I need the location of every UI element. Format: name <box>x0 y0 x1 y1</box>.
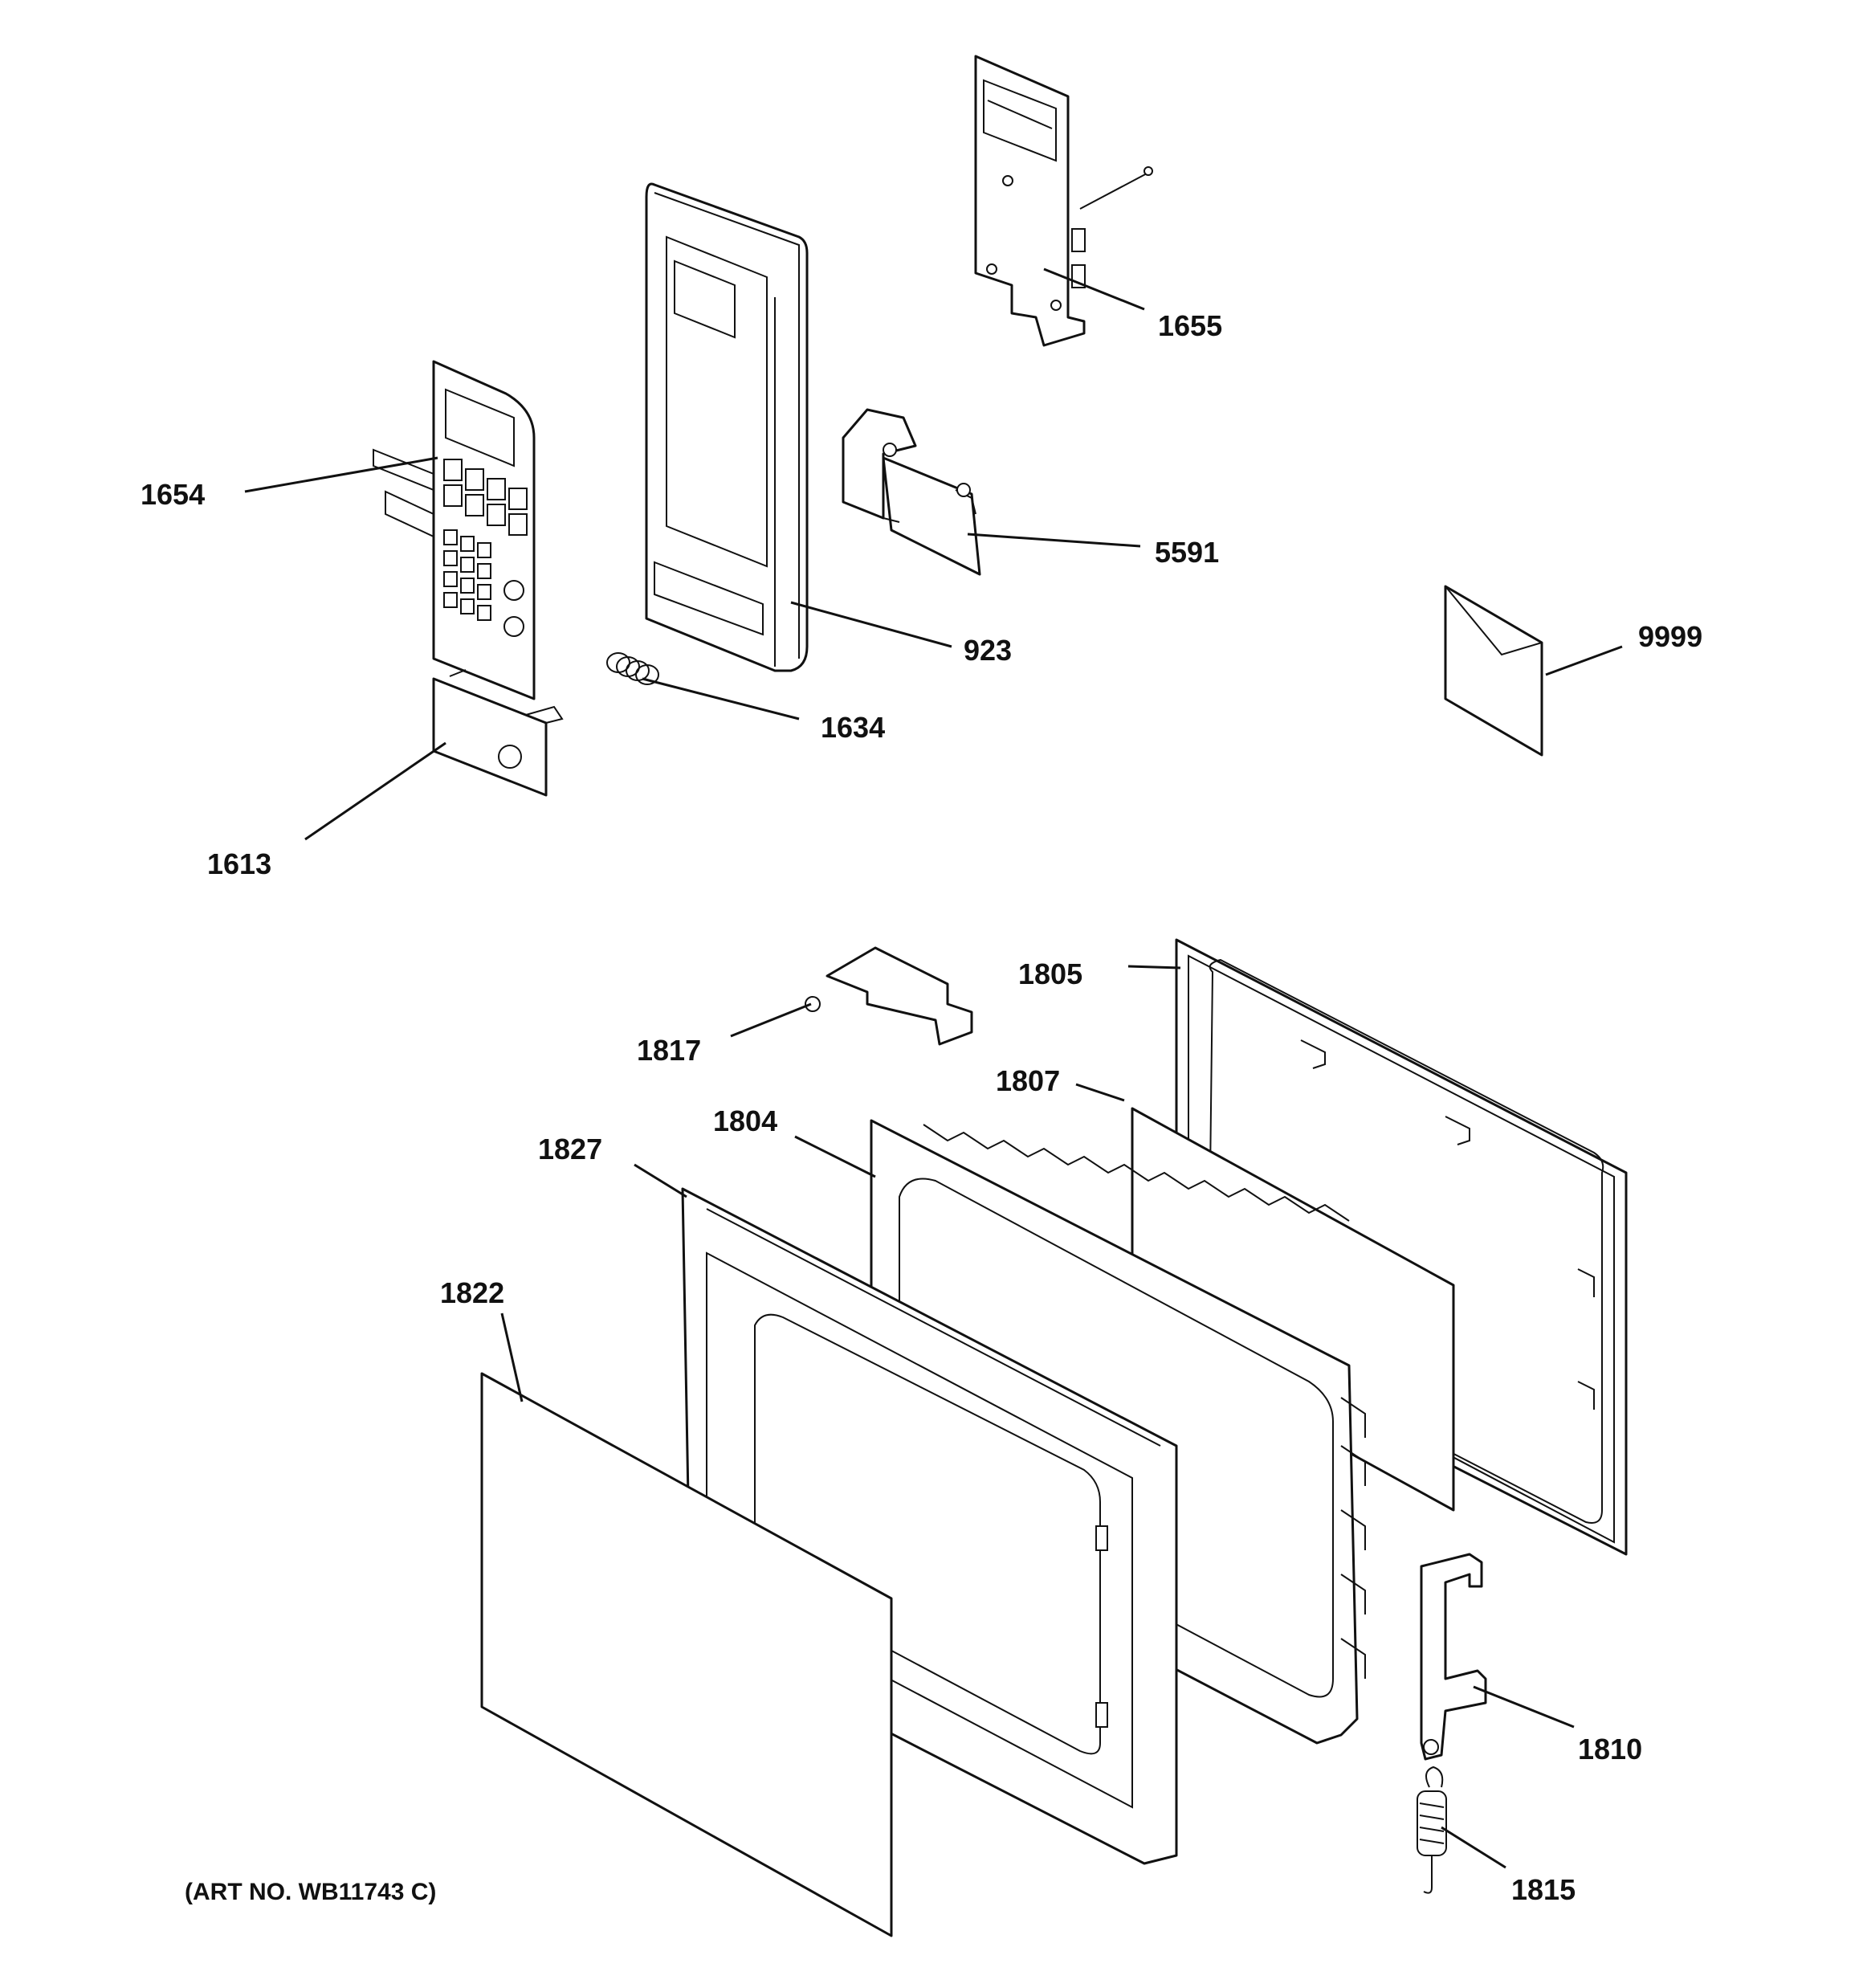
callout-1613: 1613 <box>207 847 271 880</box>
part-1810-latch <box>1420 1553 1487 1761</box>
part-1817-hinge <box>805 946 973 1046</box>
callout-1805: 1805 <box>1018 957 1082 990</box>
art-number: (ART NO. WB11743 C) <box>185 1879 436 1905</box>
part-9999-envelope <box>1444 585 1543 757</box>
callout-1804: 1804 <box>713 1104 777 1137</box>
callout-1827: 1827 <box>538 1133 602 1165</box>
part-1654-control-panel <box>373 360 536 700</box>
callout-1822: 1822 <box>440 1276 504 1309</box>
part-1822-panel <box>480 1372 893 1937</box>
leader-lines <box>244 267 1623 1869</box>
part-923-housing <box>645 182 809 672</box>
callout-labels: 1654 923 1655 5591 9999 1634 1613 1805 1… <box>141 309 1702 1906</box>
callout-1817: 1817 <box>637 1034 701 1067</box>
part-1634-spring <box>606 652 659 685</box>
callout-1810: 1810 <box>1578 1733 1642 1766</box>
callout-1654: 1654 <box>141 478 205 511</box>
part-5591-interlock <box>842 408 981 576</box>
callout-923: 923 <box>964 634 1012 667</box>
callout-1634: 1634 <box>821 711 885 744</box>
callout-9999: 9999 <box>1638 620 1702 653</box>
callout-1807: 1807 <box>996 1064 1060 1097</box>
callout-5591: 5591 <box>1155 536 1219 569</box>
part-1815-spring <box>1417 1766 1447 1894</box>
callout-1655: 1655 <box>1158 309 1222 342</box>
keypad-buttons <box>443 459 528 637</box>
part-1613-button <box>432 669 564 797</box>
callout-1815: 1815 <box>1511 1873 1576 1906</box>
